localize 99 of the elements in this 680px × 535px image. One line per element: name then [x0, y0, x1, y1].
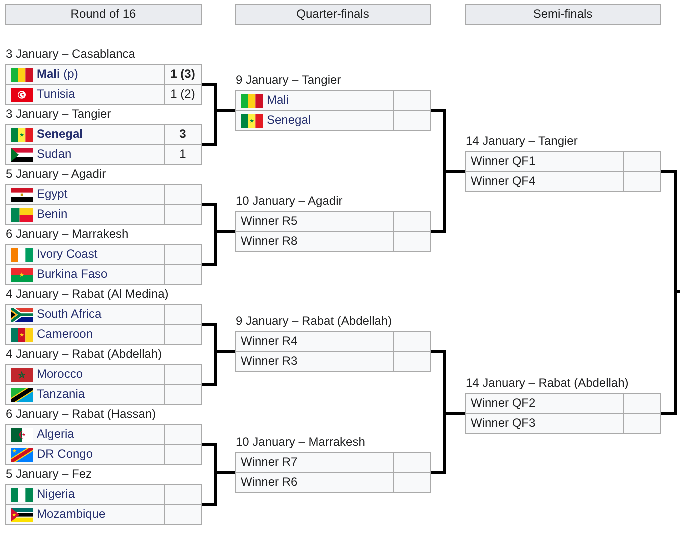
match-date: 3 January – Casablanca [6, 47, 136, 62]
team-name: Winner R8 [240, 234, 299, 249]
team-name: Winner R5 [240, 214, 299, 229]
team-name: Tanzania [36, 387, 86, 402]
team-row [6, 305, 201, 325]
team-row [6, 65, 201, 85]
match-box [235, 211, 431, 252]
team-row [236, 111, 430, 130]
match-box [5, 424, 202, 465]
match-box [235, 331, 431, 372]
match-box [5, 244, 202, 285]
team-name: Winner QF3 [470, 416, 537, 431]
team-row [236, 473, 430, 492]
match-date: 10 January – Marrakesh [236, 435, 366, 450]
match-date: 14 January – Tangier [466, 134, 578, 149]
bracket-line [431, 170, 465, 233]
bracket-line [661, 290, 680, 415]
match-box [5, 64, 202, 105]
team-row [6, 385, 201, 404]
match-date: 9 January – Tangier [236, 73, 342, 88]
team-name: Senegal [266, 113, 312, 128]
team-name: Mozambique [36, 507, 107, 522]
bracket-line [202, 350, 235, 386]
team-name: Ivory Coast [36, 247, 99, 262]
team-row [6, 445, 201, 464]
match-box [235, 452, 431, 493]
team-row [466, 172, 660, 191]
bracket-line [431, 412, 465, 474]
team-row [6, 145, 201, 164]
match-box [5, 184, 202, 225]
score-cell: 1 [164, 145, 201, 164]
team-row [236, 91, 430, 111]
match-date: 4 January – Rabat (Al Medina) [6, 287, 169, 302]
match-date: 5 January – Agadir [6, 167, 106, 182]
team-row [6, 205, 201, 224]
score-cell: 1 (2) [164, 85, 201, 104]
match-date: 10 January – Agadir [236, 194, 343, 209]
score-cell: 1 (3) [164, 65, 201, 84]
team-row [6, 485, 201, 505]
team-row [236, 352, 430, 371]
team-row [236, 232, 430, 251]
team-name: Senegal [36, 127, 84, 142]
score-cell: 3 [164, 125, 201, 144]
team-name: Winner QF1 [470, 154, 537, 169]
team-row [6, 85, 201, 104]
team-row [6, 505, 201, 524]
team-row [466, 152, 660, 172]
team-name: Tunisia [36, 87, 76, 102]
match-date: 4 January – Rabat (Abdellah) [6, 347, 162, 362]
team-name: South Africa [36, 307, 103, 322]
team-row [236, 212, 430, 232]
team-row [6, 245, 201, 265]
match-date: 14 January – Rabat (Abdellah) [466, 376, 629, 391]
team-name: Nigeria [36, 487, 76, 502]
match-box [5, 364, 202, 405]
team-row [466, 414, 660, 433]
team-name: Mali [266, 93, 290, 108]
team-row [466, 394, 660, 414]
match-date: 5 January – Fez [6, 467, 92, 482]
bracket-line [202, 471, 235, 506]
round-header: Semi-finals [465, 4, 661, 25]
team-row [236, 332, 430, 352]
match-box [5, 304, 202, 345]
match-box [465, 151, 661, 192]
match-date: 6 January – Rabat (Hassan) [6, 407, 156, 422]
team-row [6, 365, 201, 385]
team-row [6, 185, 201, 205]
match-box [5, 484, 202, 525]
team-name: Winner R3 [240, 354, 299, 369]
bracket-line [202, 230, 235, 266]
team-name: Morocco [36, 367, 84, 382]
team-name: Mali (p) [36, 67, 80, 82]
round-header: Quarter-finals [235, 4, 431, 25]
team-name: Cameroon [36, 327, 94, 342]
team-row [6, 425, 201, 445]
team-row [6, 325, 201, 344]
team-name: Winner QF4 [470, 174, 537, 189]
team-row [6, 265, 201, 284]
team-name: Winner R7 [240, 455, 299, 470]
team-name: Algeria [36, 427, 76, 442]
team-name: DR Congo [36, 447, 94, 462]
team-row [6, 125, 201, 145]
team-name: Winner R4 [240, 334, 299, 349]
team-name: Burkina Faso [36, 267, 109, 282]
team-name: Benin [36, 207, 69, 222]
match-box [235, 90, 431, 131]
round-header: Round of 16 [5, 4, 202, 25]
bracket-line [202, 109, 235, 146]
team-name: Egypt [36, 187, 69, 202]
match-date: 3 January – Tangier [6, 107, 112, 122]
match-date: 6 January – Marrakesh [6, 227, 129, 242]
bracket-line [661, 170, 680, 294]
match-box [5, 124, 202, 165]
match-box [465, 393, 661, 434]
team-name: Winner R6 [240, 475, 299, 490]
match-date: 9 January – Rabat (Abdellah) [236, 314, 392, 329]
team-name: Winner QF2 [470, 396, 537, 411]
team-row [236, 453, 430, 473]
team-name: Sudan [36, 147, 73, 162]
